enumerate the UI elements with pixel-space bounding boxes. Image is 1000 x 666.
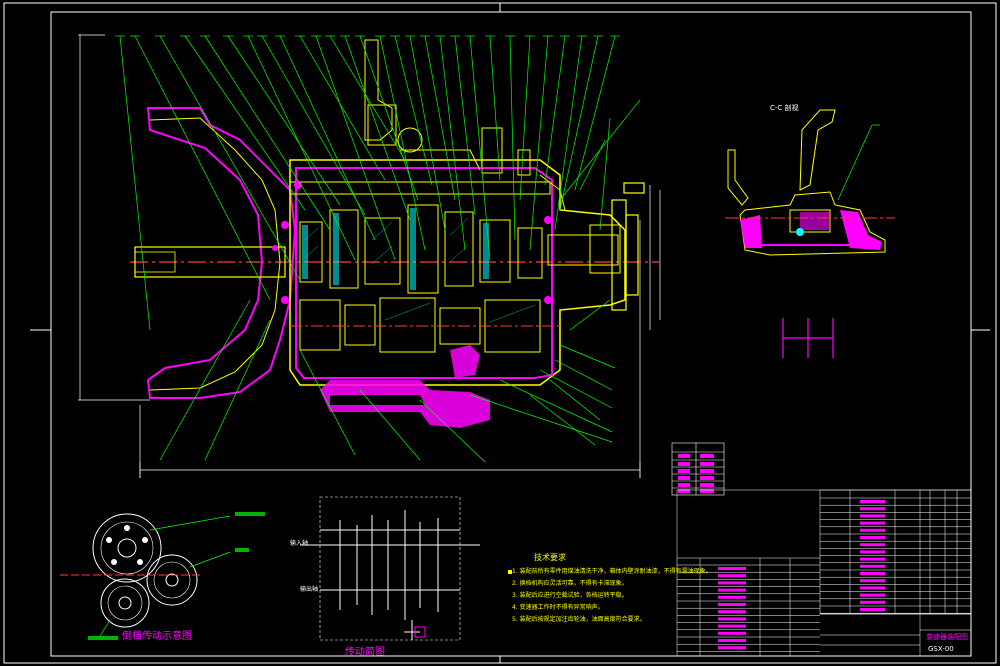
section-cc-view xyxy=(725,109,895,256)
section-cc-label: C-C 剖视 xyxy=(770,104,799,112)
gear-diagram-label: 倒档传动示意图 xyxy=(122,631,192,642)
transmission-diagram-label: 传动简图 xyxy=(345,647,385,658)
tech-req-item: 3. 装配后应进行空载试验，各档运转平稳。 xyxy=(512,592,628,599)
output-label: 输出轴 xyxy=(300,586,319,593)
transmission-schematic xyxy=(300,496,480,641)
tech-requirements: 技术要求 1. 装配前所有零件用煤油清洗干净，箱体内壁涂耐油漆，不得有漏油现象。… xyxy=(512,552,712,626)
title-block xyxy=(676,489,972,657)
gear-mesh-diagram xyxy=(60,512,265,640)
title-block-title: 变速器装配图 xyxy=(926,633,968,641)
tech-req-item: 1. 装配前所有零件用煤油清洗干净，箱体内壁涂耐油漆，不得有漏油现象。 xyxy=(512,568,712,575)
tech-req-item: 4. 变速器工作时不得有异常响声。 xyxy=(512,604,604,611)
shift-pattern xyxy=(782,318,834,358)
tech-req-item: 2. 换档机构应灵活可靠，不得有卡滞现象。 xyxy=(512,580,628,587)
tech-requirements-heading: 技术要求 xyxy=(534,553,566,562)
tech-req-item: 5. 装配后按规定加注齿轮油，油面高度符合要求。 xyxy=(512,616,646,623)
title-block-drawing-number: GSX-00 xyxy=(928,645,954,653)
input-label: 输入轴 xyxy=(290,540,309,547)
tech-requirements-marks xyxy=(508,570,512,574)
main-section-view xyxy=(78,34,661,478)
leader-lines xyxy=(115,35,641,463)
gear-ratio-table xyxy=(671,442,725,496)
